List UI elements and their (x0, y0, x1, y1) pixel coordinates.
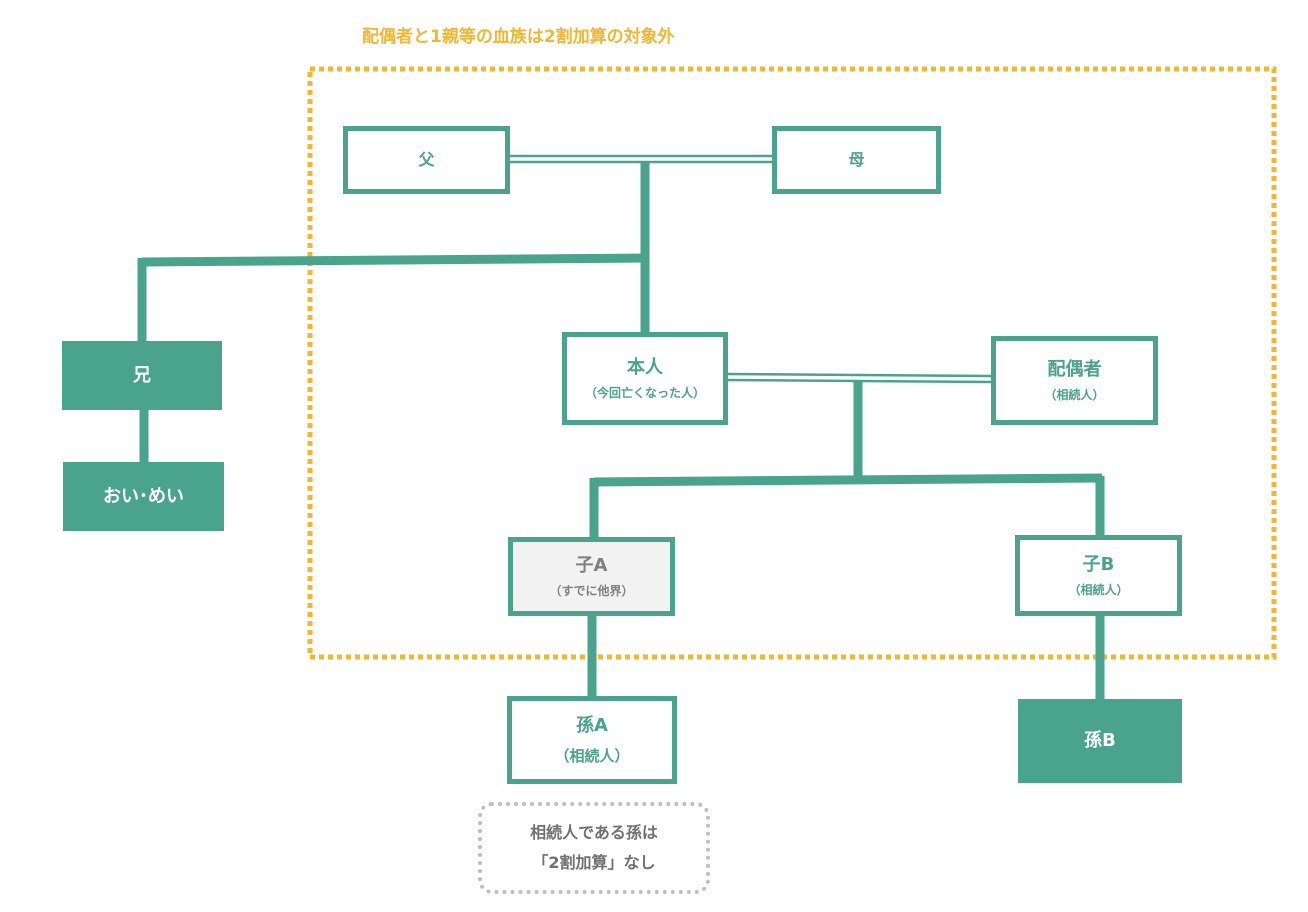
children-branch-line (593, 473, 1103, 487)
grandchild-note-callout: 相続人である孫は 「2割加算」なし (478, 802, 710, 894)
child-b-node: 子B （相続人） (1015, 535, 1182, 616)
child-a-label: 子A (575, 554, 608, 576)
grandchild-b-label: 孫B (1084, 730, 1116, 752)
note-line-1: 相続人である孫は (530, 822, 658, 842)
mother-label: 母 (848, 150, 865, 170)
note-line-2: 「2割加算」なし (532, 853, 656, 872)
brother-node: 兄 (62, 341, 222, 410)
spouse-note: （相続人） (1044, 388, 1105, 403)
child-b-note: （相続人） (1068, 583, 1129, 598)
grandchild-a-note: （相続人） (554, 746, 630, 765)
child-a-node: 子A （すでに他界） (508, 537, 675, 616)
grandchild-a-label: 孫A (576, 715, 608, 737)
self-label: 本人 (627, 356, 663, 378)
grandchild-b-node: 孫B (1018, 699, 1182, 783)
self-node: 本人 （今回亡くなった人） (562, 332, 728, 425)
brother-label: 兄 (133, 364, 151, 386)
self-note: （今回亡くなった人） (584, 386, 705, 401)
mother-node: 母 (772, 126, 941, 194)
father-label: 父 (418, 150, 435, 170)
father-node: 父 (343, 126, 510, 194)
nephew-niece-node: おい･めい (63, 462, 224, 531)
spouse-node: 配偶者 （相続人） (991, 336, 1158, 425)
spouse-label: 配偶者 (1047, 358, 1102, 380)
child-b-label: 子B (1082, 553, 1115, 575)
nephew-niece-label: おい･めい (103, 485, 184, 507)
marriage-line-self-top (725, 372, 993, 378)
sibling-branch-line (141, 253, 646, 267)
exemption-title: 配偶者と1親等の血族は2割加算の対象外 (362, 27, 675, 47)
grandchild-a-node: 孫A （相続人） (507, 696, 677, 784)
exemption-region (307, 66, 1277, 660)
child-a-note: （すでに他界） (549, 584, 634, 599)
